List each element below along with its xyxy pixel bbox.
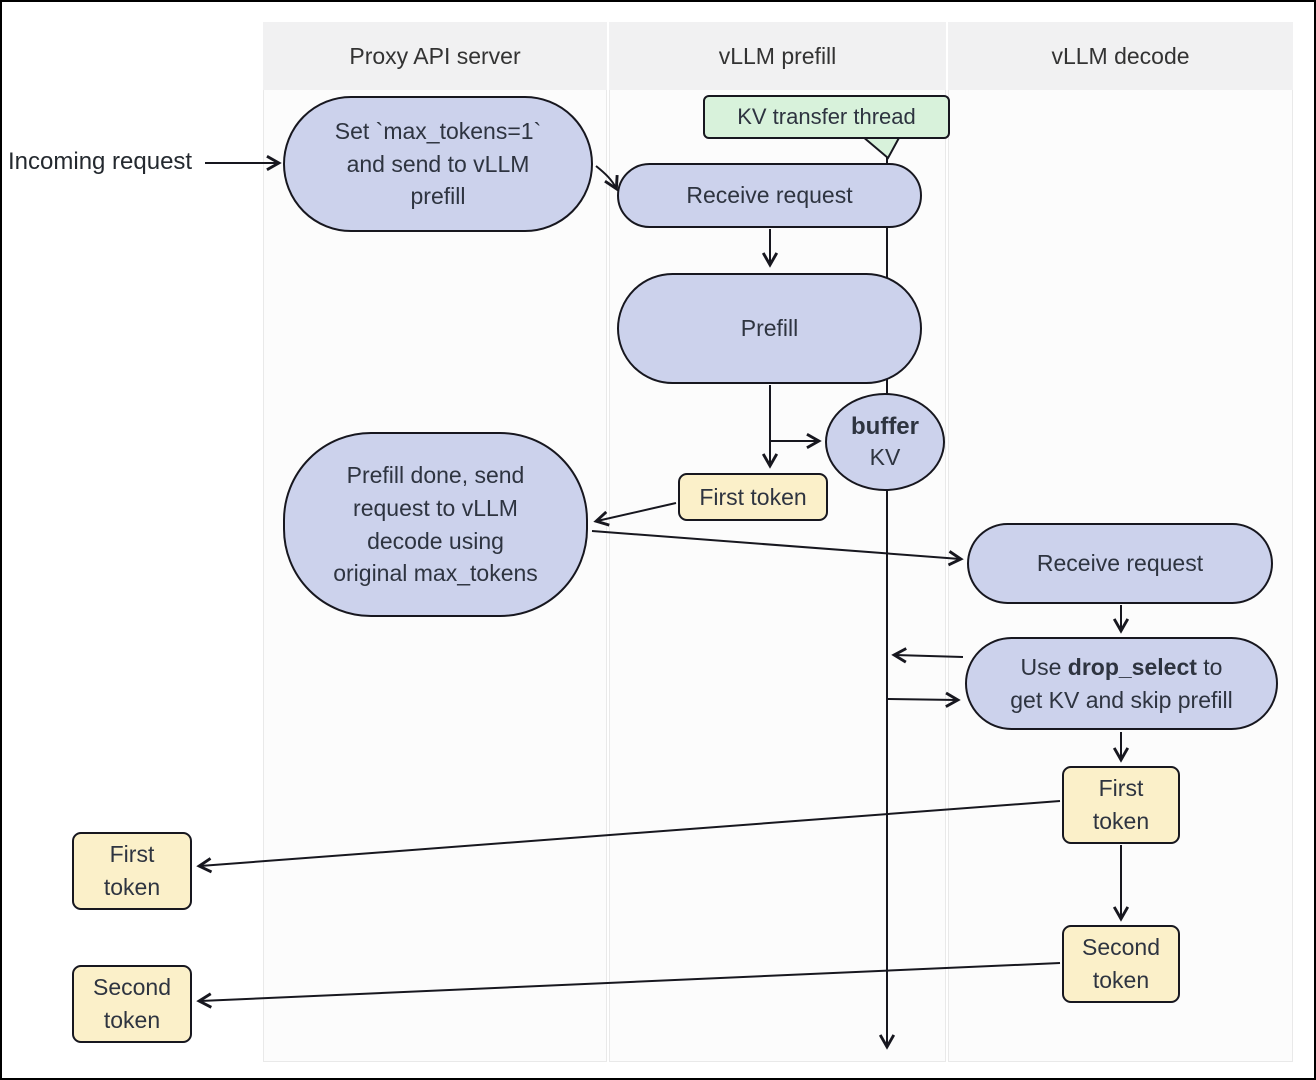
drop-select-bold: drop_select: [1067, 653, 1197, 680]
drop-select-suffix: to: [1196, 653, 1223, 680]
node-first-token-decode: First token: [1062, 766, 1180, 844]
incoming-request-label: Incoming request: [8, 148, 193, 175]
lane-header-proxy: Proxy API server: [263, 22, 607, 90]
buffer-kv-line1: buffer: [851, 413, 919, 441]
node-receive-request-decode: Receive request: [967, 523, 1273, 604]
drop-select-prefix: Use: [1020, 653, 1068, 680]
arrow-set-max-tokens-to-receive-prefill: [595, 165, 619, 192]
lane-header-prefill: vLLM prefill: [609, 22, 946, 90]
lane-title-decode: vLLM decode: [1051, 42, 1190, 69]
arrow-first-token-decode-to-out: [196, 800, 1061, 874]
drop-select-line1: Use drop_select to: [1021, 651, 1223, 684]
node-prefill-done: Prefill done, send request to vLLM decod…: [283, 432, 588, 617]
node-drop-select: Use drop_select to get KV and skip prefi…: [965, 637, 1278, 730]
node-buffer-kv: buffer KV: [825, 393, 945, 491]
node-kv-transfer-thread: KV transfer thread: [703, 95, 950, 139]
drop-select-line2: get KV and skip prefill: [1010, 686, 1233, 713]
lane-title-prefill: vLLM prefill: [718, 42, 837, 69]
node-receive-request-prefill: Receive request: [617, 163, 922, 228]
node-first-token-prefill: First token: [678, 473, 828, 521]
lane-header-decode: vLLM decode: [948, 22, 1293, 90]
lane-title-proxy: Proxy API server: [349, 42, 521, 69]
node-prefill: Prefill: [617, 273, 922, 384]
node-set-max-tokens: Set `max_tokens=1` and send to vLLM pref…: [283, 96, 593, 232]
kv-thread-tail: [859, 135, 902, 160]
arrow-lifeline-to-drop-select: [886, 691, 961, 708]
node-second-token-decode: Second token: [1062, 925, 1180, 1003]
lane-body-prefill: [609, 90, 946, 1062]
buffer-kv-line2: KV: [869, 443, 901, 470]
arrow-drop-select-to-lifeline: [891, 647, 964, 664]
lane-vllm-prefill: vLLM prefill: [609, 22, 946, 1062]
arrow-prefill-done-to-receive-decode: [591, 530, 964, 567]
arrow-second-token-decode-to-out: [196, 962, 1061, 1009]
node-first-token-out: First token: [72, 832, 192, 910]
node-second-token-out: Second token: [72, 965, 192, 1043]
arrow-first-token-to-prefill-done: [593, 502, 677, 527]
